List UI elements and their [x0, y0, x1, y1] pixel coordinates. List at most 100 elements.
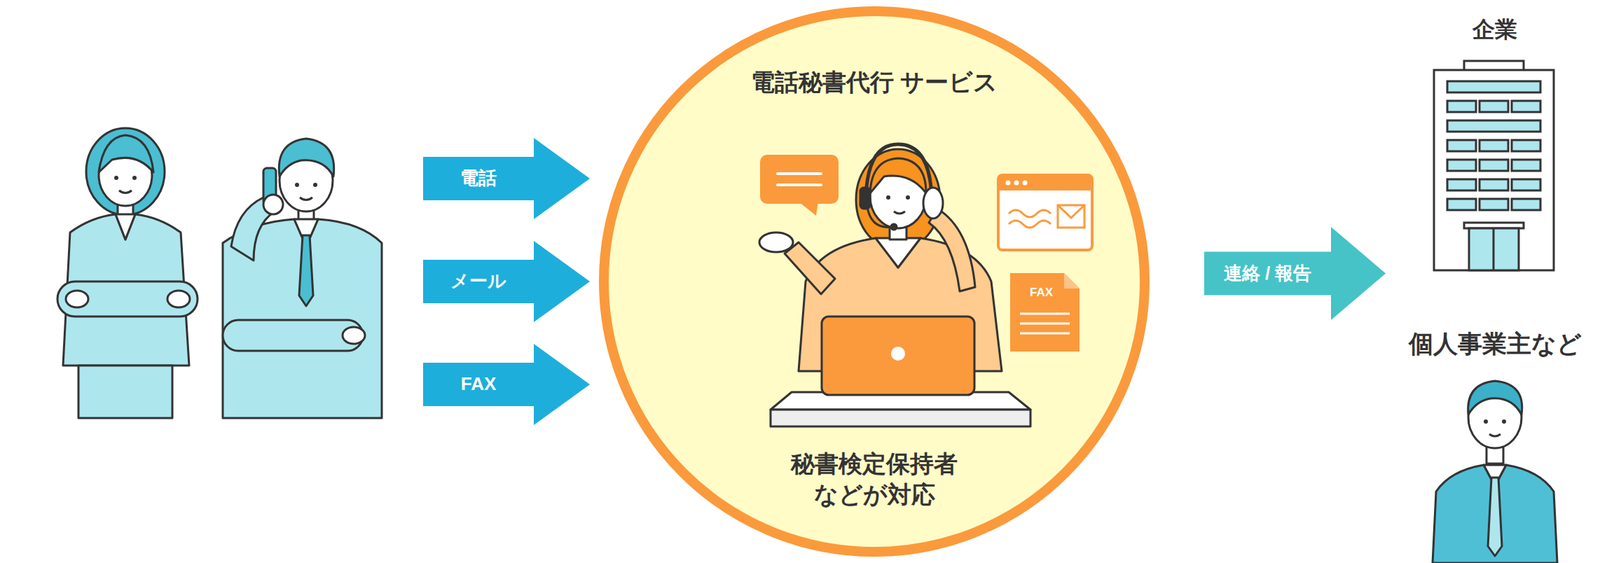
company-building [1511, 140, 1541, 152]
arrow-shape [423, 138, 590, 220]
man-figure [299, 235, 314, 307]
man-figure [278, 138, 334, 177]
browser-mail-icon [1057, 205, 1085, 228]
arrow-label: FAX [460, 373, 497, 396]
company-building [1479, 198, 1509, 211]
operator-figure [893, 211, 906, 214]
owner-figure [1468, 381, 1523, 415]
woman-figure [132, 175, 137, 181]
input-arrow: メール [423, 240, 590, 323]
company-building [1511, 198, 1541, 211]
arrow-label: メール [450, 270, 507, 293]
man-figure [299, 197, 313, 201]
fax-document-shape [1010, 273, 1080, 352]
company-building [1447, 198, 1477, 211]
company-building [1447, 140, 1477, 152]
man-figure [342, 327, 365, 344]
company-building [1433, 60, 1554, 271]
service-circle-ground [603, 11, 1145, 553]
woman-figure [98, 135, 154, 173]
owner-figure [1432, 381, 1558, 563]
company-building [1447, 179, 1477, 191]
operator-figure [891, 224, 897, 230]
arrow-label-area: 電話 [423, 156, 534, 201]
woman-figure [78, 365, 173, 419]
service-note: 秘書検定保持者 などが対応 [727, 448, 1022, 510]
arrow-label: 連絡 / 報告 [1223, 262, 1313, 285]
arrow-label-area: メール [423, 259, 534, 304]
arrow-shape [423, 240, 590, 323]
woman-figure [167, 290, 190, 308]
browser-mail-icon [1005, 180, 1011, 186]
fax-document-line [1019, 322, 1070, 326]
label-area: 企業 [1472, 15, 1518, 45]
company-building [1511, 179, 1541, 191]
input-arrow: FAX [423, 343, 590, 426]
operator-figure [905, 195, 910, 200]
desk [770, 409, 1031, 427]
woman-figure [115, 214, 136, 240]
browser-mail-icon [1014, 180, 1020, 186]
operator-figure [886, 195, 891, 200]
browser-mail-icon [1008, 210, 1051, 218]
woman-figure [119, 190, 132, 194]
woman-figure [57, 281, 198, 317]
arrow-label-area: FAX [423, 362, 534, 407]
service-circle: FAX 電話秘書代行 サービス秘書検定保持者 などが対応 [598, 6, 1150, 557]
operator-figure [928, 208, 976, 292]
speech-bubble-icon [798, 201, 819, 216]
speech-bubble-icon [777, 172, 822, 176]
owner-figure [1487, 477, 1502, 557]
arrow-shape [423, 240, 590, 323]
company-building [1479, 159, 1509, 171]
speech-bubble-icon [760, 154, 839, 204]
service-title: 電話秘書代行 サービス [750, 66, 998, 98]
operator-figure [759, 232, 793, 253]
browser-mail-icon [998, 175, 1093, 251]
laptop [821, 316, 975, 396]
browser-mail-icon [998, 175, 1093, 251]
company-building [1447, 159, 1477, 171]
owner-figure [1483, 419, 1488, 424]
fax-text-area: FAX [1010, 285, 1073, 300]
company-building [1479, 140, 1509, 152]
report-arrow: 連絡 / 報告 [1204, 226, 1386, 321]
speech-bubble-icon [777, 183, 822, 187]
fax-label: FAX [1010, 285, 1073, 300]
operator-figure [784, 242, 836, 295]
company-building [1479, 100, 1509, 113]
woman-figure [65, 290, 89, 308]
fax-document-line [1019, 313, 1070, 316]
company-building [1511, 100, 1541, 113]
operator-figure [865, 144, 932, 199]
arrow-shape [423, 343, 590, 426]
laptop [891, 346, 906, 361]
owner-figure [1489, 434, 1501, 437]
operator-figure [923, 187, 943, 219]
owner-label: 個人事業主など [1408, 327, 1582, 361]
company-building [1447, 100, 1477, 113]
company-label: 企業 [1472, 15, 1518, 45]
man-figure [294, 182, 300, 188]
man-figure [222, 138, 382, 419]
woman-figure [86, 128, 165, 216]
owner-figure [1501, 419, 1507, 424]
owner-figure [1432, 465, 1558, 563]
fax-document-shape [1010, 273, 1080, 352]
fax-document-line [1019, 332, 1070, 335]
arrow-label-area: 連絡 / 報告 [1204, 252, 1331, 296]
company-building [1492, 228, 1495, 271]
man-figure [263, 194, 284, 215]
circle-outline [603, 11, 1145, 553]
browser-mail-icon [998, 175, 1093, 191]
service-circle-ground [603, 11, 1145, 553]
company-building [1511, 159, 1541, 171]
arrow-label: 電話 [460, 167, 497, 190]
company-building [1447, 120, 1541, 132]
arrow-shape [423, 343, 590, 426]
circle-text-area: 秘書検定保持者 などが対応 [598, 448, 1150, 510]
operator-figure [867, 207, 893, 227]
arrow-shape [1204, 226, 1386, 321]
